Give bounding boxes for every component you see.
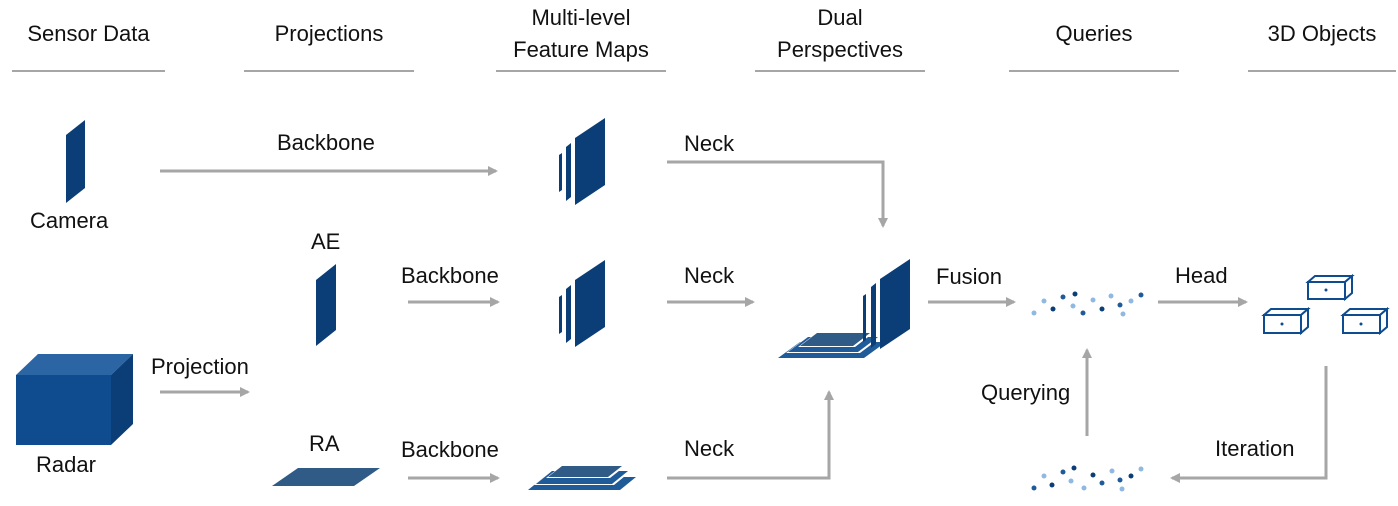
- header-dual-line1: Dual: [817, 5, 863, 30]
- header-dual-perspectives: Dual Perspectives: [755, 2, 925, 72]
- header-dual-line2: Perspectives: [777, 37, 903, 62]
- header-rule: [12, 70, 165, 72]
- ra-neck-arrow: [667, 390, 834, 480]
- dual-perspectives-icon: [778, 259, 910, 358]
- header-rule: [755, 70, 925, 72]
- backbone-ae-label: Backbone: [401, 263, 499, 288]
- ra-feature-maps-icon: [528, 466, 636, 490]
- iteration-arrow: [1170, 366, 1328, 483]
- header-feature-maps-line1: Multi-level: [531, 5, 631, 30]
- header-rule: [1009, 70, 1179, 72]
- neck-ae-label: Neck: [684, 263, 735, 288]
- header-projections-text: Projections: [274, 21, 384, 46]
- querying-label: Querying: [981, 380, 1071, 405]
- fusion-label: Fusion: [936, 264, 1003, 289]
- camera-feature-maps-icon: [559, 118, 605, 205]
- backbone-camera-label: Backbone: [277, 130, 375, 155]
- 3d-object-box-icon: [1261, 306, 1311, 336]
- ae-projection-plane: [316, 264, 336, 346]
- header-3d-objects: 3D Objects: [1248, 18, 1396, 72]
- header-rule: [1248, 70, 1396, 72]
- radar-cube-icon: [16, 354, 133, 445]
- ra-label: RA: [309, 431, 340, 456]
- header-rule: [496, 70, 666, 72]
- query-points-lower: [1031, 465, 1144, 492]
- head-label: Head: [1175, 263, 1228, 288]
- header-queries-text: Queries: [1055, 21, 1133, 46]
- camera-neck-arrow: [667, 160, 888, 228]
- header-sensor-data-text: Sensor Data: [27, 21, 150, 46]
- backbone-ra-label: Backbone: [401, 437, 499, 462]
- header-rule: [244, 70, 414, 72]
- neck-camera-label: Neck: [684, 131, 735, 156]
- camera-label: Camera: [30, 208, 109, 233]
- header-sensor-data: Sensor Data: [12, 18, 165, 72]
- header-feature-maps: Multi-level Feature Maps: [496, 2, 666, 72]
- header-3d-objects-text: 3D Objects: [1267, 21, 1377, 46]
- projection-label: Projection: [151, 354, 249, 379]
- 3d-object-box-icon: [1340, 306, 1390, 336]
- ra-projection-plane: [272, 468, 380, 486]
- header-feature-maps-line2: Feature Maps: [513, 37, 649, 62]
- radar-label: Radar: [36, 452, 96, 477]
- iteration-label: Iteration: [1215, 436, 1295, 461]
- 3d-object-box-icon: [1305, 273, 1355, 302]
- ae-feature-maps-icon: [559, 260, 605, 347]
- header-projections: Projections: [244, 18, 414, 72]
- query-points-upper: [1031, 291, 1144, 317]
- camera-image-plane: [66, 120, 85, 203]
- header-queries: Queries: [1009, 18, 1179, 72]
- neck-ra-label: Neck: [684, 436, 735, 461]
- ae-label: AE: [311, 229, 341, 254]
